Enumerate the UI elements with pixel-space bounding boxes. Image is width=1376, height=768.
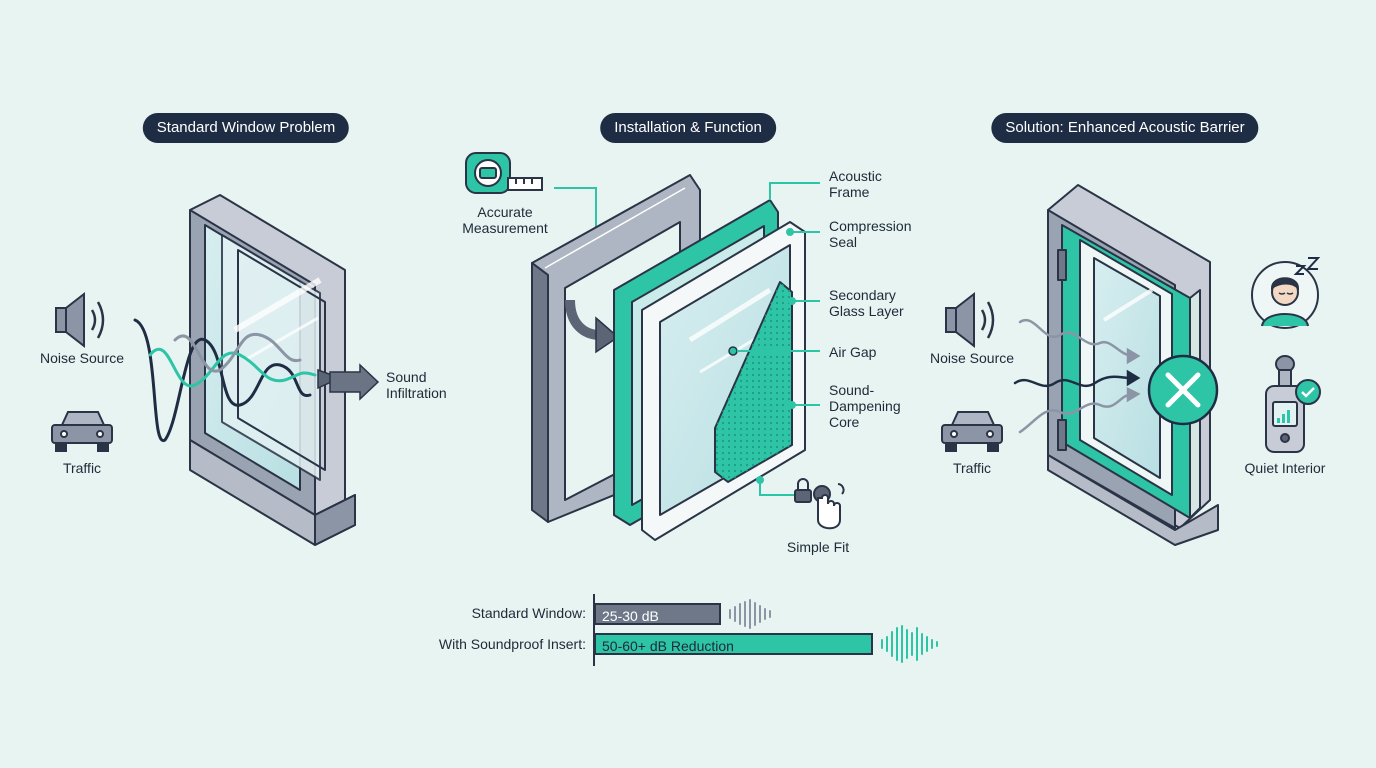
insert-waveform-icon	[881, 625, 938, 663]
lock-icon	[794, 478, 812, 503]
middle-leaders	[737, 182, 820, 496]
insert-bar: 50-60+ dB Reduction	[594, 633, 873, 655]
block-x-icon	[1147, 354, 1219, 426]
traffic-label: Traffic	[62, 460, 102, 476]
noise-source-label: Noise Source	[39, 350, 125, 366]
sound-meter-icon	[1265, 355, 1305, 453]
standard-window-bar: 25-30 dB	[594, 603, 721, 625]
secondary-glass-label: Secondary Glass Layer	[829, 287, 904, 319]
accurate-measurement-label: Accurate Measurement	[462, 204, 548, 236]
standard-waveform-icon	[729, 599, 771, 629]
insert-bar-label: With Soundproof Insert:	[438, 636, 586, 652]
sound-waves	[133, 318, 317, 442]
hand-press-icon	[813, 483, 845, 530]
blocked-sound-waves	[1013, 318, 1141, 434]
dampening-core-label: Sound- Dampening Core	[829, 382, 901, 430]
right-panel-title: Solution: Enhanced Acoustic Barrier	[991, 113, 1259, 143]
check-icon	[1295, 379, 1321, 405]
quiet-interior-label: Quiet Interior	[1244, 460, 1326, 476]
zzz-icon	[1293, 257, 1321, 275]
car-icon	[941, 411, 1003, 452]
car-icon	[51, 411, 113, 452]
dampening-core-illustration	[714, 281, 793, 483]
traffic-label-right: Traffic	[952, 460, 992, 476]
tape-measure-icon	[465, 152, 543, 194]
speaker-icon	[55, 291, 105, 349]
measurement-leader	[554, 187, 597, 232]
infiltration-arrow	[317, 363, 380, 401]
standard-window-bar-label: Standard Window:	[471, 605, 586, 621]
acoustic-frame-label: Acoustic Frame	[829, 168, 882, 200]
noise-source-label-right: Noise Source	[929, 350, 1015, 366]
middle-panel-title: Installation & Function	[600, 113, 776, 143]
sound-infiltration-label: Sound Infiltration	[386, 369, 447, 401]
simple-fit-label: Simple Fit	[786, 539, 850, 555]
compression-seal-label: Compression Seal	[829, 218, 912, 250]
left-panel-title: Standard Window Problem	[142, 113, 350, 143]
speaker-icon	[945, 291, 995, 349]
air-gap-label: Air Gap	[829, 344, 877, 360]
sleeping-person-icon	[1251, 261, 1319, 329]
standard-window-illustration	[189, 194, 356, 546]
